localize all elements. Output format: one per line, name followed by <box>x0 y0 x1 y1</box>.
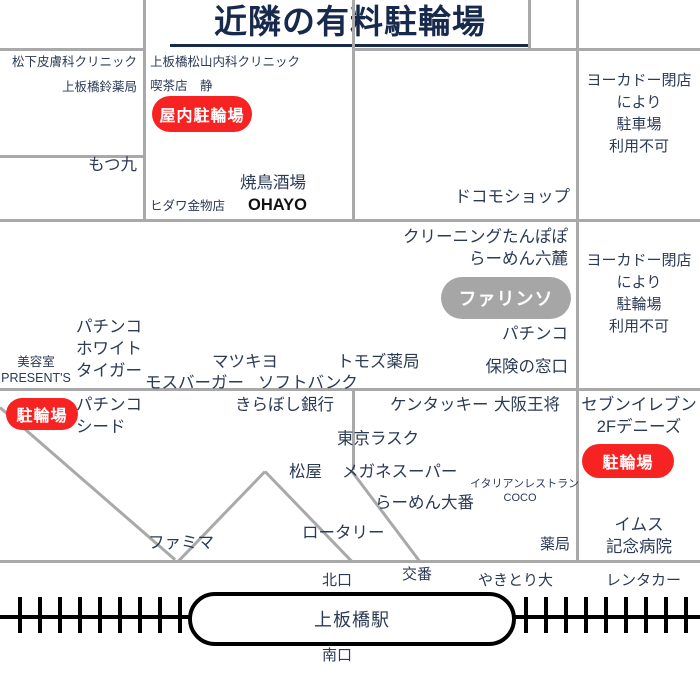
label-osaka-ohsho: 大阪王将 <box>494 396 560 414</box>
label-yorkado-niyori-2: により <box>616 274 662 291</box>
rail-tie <box>564 597 568 633</box>
station-box[interactable]: 上板橋駅 <box>188 592 516 646</box>
label-ims-2: 記念病院 <box>606 538 672 556</box>
label-cleaning-tanpopo: クリーニングたんぽぽ <box>403 228 568 246</box>
page-title: 近隣の有料駐輪場 <box>170 2 530 47</box>
rail-tie <box>138 597 142 633</box>
grid-line-v <box>352 388 355 470</box>
label-matsukiyo: マツキヨ <box>212 353 278 371</box>
label-pharmacy: 薬局 <box>539 536 570 553</box>
grid-line-h <box>0 388 700 391</box>
label-yorkado-closed-2: ヨーカドー閉店 <box>586 252 692 269</box>
rail-tie <box>624 597 628 633</box>
label-rentacar: レンタカー <box>606 572 682 589</box>
label-softbank: ソフトバンク <box>258 374 358 392</box>
label-tokyo-rusk: 東京ラスク <box>337 430 420 448</box>
label-ims-1: イムス <box>614 516 664 534</box>
label-megane-super: メガネスーパー <box>342 463 458 481</box>
label-kamiitabashi-suzu-pharmacy: 上板橋鈴薬局 <box>61 80 137 94</box>
grid-line-v <box>143 155 146 219</box>
label-matsuya: 松屋 <box>289 463 322 481</box>
rail-tie <box>664 597 668 633</box>
badge-bicycle-parking-left[interactable]: 駐輪場 <box>6 398 78 430</box>
label-yorkado-parking-car: 駐車場 <box>616 116 662 133</box>
label-pachinko-white-tiger-3: タイガー <box>76 362 142 380</box>
rail-tie <box>604 597 608 633</box>
grid-line-h <box>0 219 700 222</box>
rail-tie <box>544 597 548 633</box>
label-docomo-shop: ドコモショップ <box>454 188 571 206</box>
rail-tie <box>178 597 182 633</box>
badge-indoor-bicycle-parking[interactable]: 屋内駐輪場 <box>152 96 252 132</box>
label-cafe-shizuka: 喫茶店 静 <box>150 79 213 93</box>
rail-tie <box>644 597 648 633</box>
rail-tie <box>18 597 22 633</box>
rail-line-left <box>0 615 195 619</box>
label-motsukyu: もつ九 <box>88 156 137 174</box>
label-yorkado-unavailable-2: 利用不可 <box>608 318 669 335</box>
rail-tie <box>98 597 102 633</box>
label-ramen-rokuroku: らーめん六麓 <box>469 250 568 268</box>
grid-line-h <box>0 48 143 51</box>
label-matsuyama-internal-clinic: 上板橋松山内科クリニック <box>150 55 301 69</box>
label-yorkado-parking-bike: 駐輪場 <box>616 296 662 313</box>
label-ohayo: OHAYO <box>248 196 307 214</box>
grid-line-v <box>143 0 146 48</box>
grid-line-v <box>352 0 355 48</box>
grid-line-v <box>352 48 355 219</box>
label-presents: PRESENT'S <box>1 371 71 385</box>
label-ramen-daiban: らーめん大番 <box>375 494 474 512</box>
grid-line-h <box>0 155 146 158</box>
label-pachinko-white-tiger-2: ホワイト <box>76 340 142 358</box>
road-diagonal-right <box>350 470 422 563</box>
label-pachinko-seed-1: パチンコ <box>76 396 142 414</box>
label-yorkado-unavailable-1: 利用不可 <box>608 138 669 155</box>
label-famima: ファミマ <box>148 534 214 552</box>
rail-tie <box>158 597 162 633</box>
label-south-exit: 南口 <box>322 647 353 664</box>
grid-line-h <box>576 48 700 51</box>
grid-line-v <box>143 48 146 155</box>
label-kiraboshi-bank: きらぼし銀行 <box>235 396 334 414</box>
badge-farinso[interactable]: ファリンソ <box>441 277 571 319</box>
rail-tie <box>524 597 528 633</box>
label-pachinko-white-tiger-1: パチンコ <box>76 318 142 336</box>
label-koban: 交番 <box>402 566 433 583</box>
label-mos-burger: モスバーガー <box>145 374 244 392</box>
road-diagonal-center-right <box>263 470 353 563</box>
label-rotary: ロータリー <box>302 524 385 542</box>
label-north-exit: 北口 <box>322 572 353 589</box>
label-coco: COCO <box>503 492 537 504</box>
rail-tie <box>38 597 42 633</box>
rail-tie <box>58 597 62 633</box>
grid-line-v <box>576 0 579 560</box>
rail-tie <box>584 597 588 633</box>
label-kentucky: ケンタッキー <box>390 396 489 414</box>
label-2f-denny: 2Fデニーズ <box>596 418 682 436</box>
label-pachinko-seed-2: シード <box>76 418 126 436</box>
rail-tie <box>684 597 688 633</box>
grid-line-v <box>528 0 531 48</box>
label-pachinko-mid: パチンコ <box>502 325 568 343</box>
label-yakitori-dai: やきとり大 <box>478 572 554 589</box>
label-tomods-pharmacy: トモズ薬局 <box>337 353 420 371</box>
label-yorkado-closed-1: ヨーカドー閉店 <box>586 72 692 89</box>
grid-line-h <box>352 48 576 51</box>
label-beauty-salon: 美容室 <box>17 355 55 369</box>
label-yakitori-izakaya: 焼鳥酒場 <box>240 174 306 192</box>
rail-tie <box>118 597 122 633</box>
label-hoken-no-madoguchi: 保険の窓口 <box>485 358 569 376</box>
badge-bicycle-parking-right[interactable]: 駐輪場 <box>582 444 674 478</box>
label-hidawa-hardware: ヒダワ金物店 <box>150 199 226 213</box>
label-seven-eleven: セブンイレブン <box>581 396 697 414</box>
label-italian-restaurant: イタリアンレストラン <box>470 478 580 490</box>
label-yorkado-niyori-1: により <box>616 94 662 111</box>
rail-tie <box>78 597 82 633</box>
station-name: 上板橋駅 <box>314 610 390 630</box>
label-matsushita-clinic: 松下皮膚科クリニック <box>11 55 137 69</box>
